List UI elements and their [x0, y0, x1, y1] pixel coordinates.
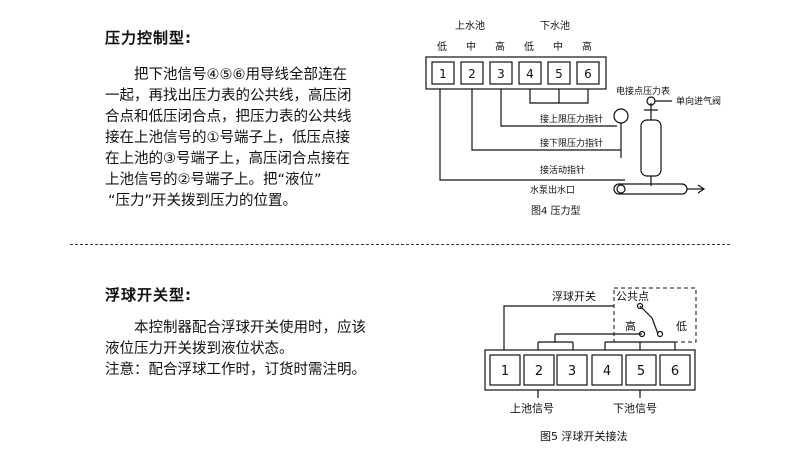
section1-line-4: 接在上池信号的①号端子上，低压点接	[105, 130, 350, 146]
fig4-level-5: 中	[553, 40, 563, 53]
fig5-terminal-3: 3	[568, 364, 576, 379]
section1-paragraph: 把下池信号④⑤⑥用导线全部连在 一起，再找出压力表的公共线，高压闭 合点和低压闭…	[105, 65, 425, 212]
fig4-upper-limit-label: 接上限压力指针	[540, 113, 603, 125]
fig4-terminal-3: 3	[497, 67, 505, 81]
fig4-upper-pool: 上水池	[455, 19, 485, 32]
fig4-level-3: 高	[495, 40, 505, 53]
fig4-lower-limit-label: 接下限压力指针	[540, 137, 603, 149]
fig4-terminal-1: 1	[439, 67, 447, 81]
section1-line-7: “压力”开关拨到压力的位置。	[108, 193, 298, 209]
section1-line-5: 在上池的③号端子上，高压闭合点接在	[105, 151, 350, 167]
fig4-valve-label: 单向进气阀	[676, 95, 721, 107]
fig5-high-label: 高	[625, 319, 636, 333]
fig5-low-label: 低	[676, 320, 687, 333]
fig4-terminal-4: 4	[526, 67, 534, 81]
section2-title: 浮球开关型:	[105, 286, 192, 304]
fig4-terminal-6: 6	[584, 67, 592, 81]
fig4-active-pointer-label: 接活动指针	[540, 164, 585, 176]
fig4-level-2: 中	[466, 40, 476, 53]
fig5-common-point-label: 公共点	[616, 290, 649, 303]
fig5-terminal-2: 2	[535, 364, 543, 379]
fig5-terminal-5: 5	[637, 364, 645, 379]
section2-line-3: 注意：配合浮球工作时，订货时需注明。	[105, 362, 366, 378]
fig5-caption: 图5 浮球开关接法	[540, 429, 628, 443]
fig4-caption: 图4 压力型	[531, 204, 581, 217]
section2-line-2: 液位压力开关拨到液位状态。	[105, 341, 294, 357]
fig4-level-4: 低	[524, 40, 534, 53]
fig5-float-switch-label: 浮球开关	[552, 289, 596, 303]
fig5-upper-signal-label: 上池信号	[510, 402, 554, 415]
fig5-terminal-4: 4	[603, 364, 611, 379]
fig4-level-6: 高	[582, 40, 592, 53]
fig4-gauge-label: 电接点压力表	[616, 85, 670, 97]
section1-line-2: 一起，再找出压力表的公共线，高压闭	[105, 88, 352, 104]
section1-title: 压力控制型:	[105, 29, 192, 47]
fig4-pump-outlet-label: 水泵出水口	[530, 184, 575, 196]
section2-paragraph: 本控制器配合浮球开关使用时，应该 液位压力开关拨到液位状态。 注意：配合浮球工作…	[105, 318, 435, 381]
section2-line-1: 本控制器配合浮球开关使用时，应该	[134, 320, 366, 336]
section1-line-3: 合点和低压闭合点，把压力表的公共线	[105, 109, 352, 125]
section1-line-6: 上池信号的②号端子上。把“液位”	[105, 172, 322, 188]
fig4-lower-pool: 下水池	[540, 19, 570, 32]
fig5-terminal-6: 6	[671, 364, 679, 379]
fig5-terminal-1: 1	[501, 364, 509, 379]
fig5-lower-signal-label: 下池信号	[613, 402, 657, 415]
fig4-terminal-2: 2	[468, 67, 476, 81]
section1-line-1: 把下池信号④⑤⑥用导线全部连在	[134, 67, 347, 83]
fig5-terminal-block	[484, 349, 696, 391]
fig4-level-1: 低	[437, 40, 447, 53]
section-divider	[70, 244, 730, 245]
fig4-terminal-block	[425, 56, 607, 90]
fig4-terminal-5: 5	[555, 67, 563, 81]
